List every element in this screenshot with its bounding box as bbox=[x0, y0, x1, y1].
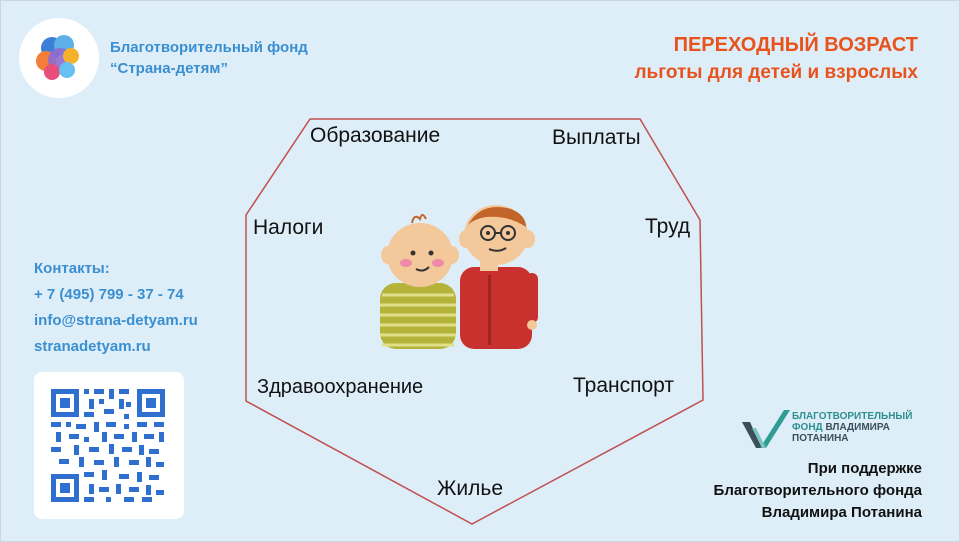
foundation-name: Благотворительный фонд “Страна-детям” bbox=[110, 37, 308, 79]
potanin-logo-line2b: ВЛАДИМИРА bbox=[825, 422, 890, 433]
support-note: При поддержке Благотворительного фонда В… bbox=[714, 458, 922, 524]
benefit-education: Образование bbox=[310, 124, 441, 147]
potanin-logo-text: БЛАГОТВОРИТЕЛЬНЫЙ ФОНД ВЛАДИМИРА ПОТАНИН… bbox=[792, 411, 912, 444]
foundation-name-line2: “Страна-детям” bbox=[110, 60, 228, 77]
page-title: ПЕРЕХОДНЫЙ ВОЗРАСТ льготы для детей и вз… bbox=[634, 31, 918, 87]
support-line3: Владимира Потанина bbox=[761, 504, 922, 521]
benefit-housing: Жилье bbox=[437, 477, 503, 500]
benefit-payments: Выплаты bbox=[552, 126, 641, 149]
contacts-site[interactable]: stranadetyam.ru bbox=[34, 338, 151, 355]
contacts-block: Контакты: + 7 (495) 799 - 37 - 74 info@s… bbox=[34, 256, 198, 360]
children-illustration bbox=[380, 205, 538, 349]
title-line1: ПЕРЕХОДНЫЙ ВОЗРАСТ bbox=[673, 34, 918, 56]
potanin-logo-icon bbox=[742, 410, 790, 448]
contacts-phone[interactable]: + 7 (495) 799 - 37 - 74 bbox=[34, 286, 184, 303]
potanin-logo-line3: ПОТАНИНА bbox=[792, 433, 849, 444]
potanin-logo-line1: БЛАГОТВОРИТЕЛЬНЫЙ bbox=[792, 411, 913, 422]
title-line2: льготы для детей и взрослых bbox=[634, 62, 918, 83]
benefit-taxes: Налоги bbox=[253, 216, 324, 239]
qr-code-icon[interactable] bbox=[34, 372, 184, 519]
foundation-logo-icon bbox=[19, 18, 99, 98]
foundation-name-line1: Благотворительный фонд bbox=[110, 39, 308, 56]
support-line2: Благотворительного фонда bbox=[713, 482, 922, 499]
contacts-heading: Контакты: bbox=[34, 260, 110, 277]
benefit-healthcare: Здравоохранение bbox=[257, 376, 424, 398]
qr-code-card bbox=[34, 372, 184, 519]
contacts-email[interactable]: info@strana-detyam.ru bbox=[34, 312, 198, 329]
support-line1: При поддержке bbox=[807, 460, 922, 477]
benefit-labor: Труд bbox=[645, 215, 691, 238]
benefit-transport: Транспорт bbox=[573, 374, 674, 397]
potanin-logo-line2a: ФОНД bbox=[792, 422, 823, 433]
